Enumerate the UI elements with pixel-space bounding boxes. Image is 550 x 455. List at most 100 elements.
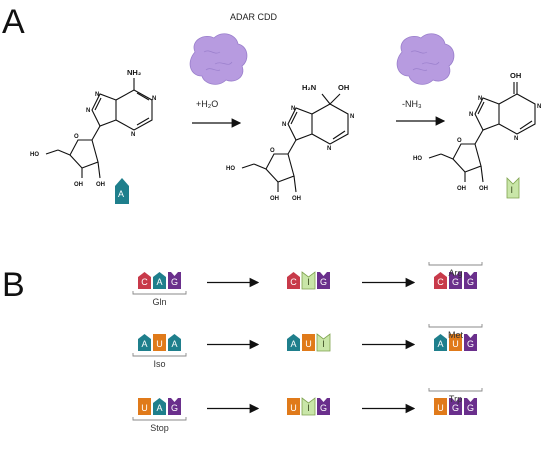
amino-acid-start-row-3-bracket <box>132 417 187 421</box>
nucleotide-tile-A <box>138 334 151 351</box>
ring-oxygen-3: O <box>457 138 462 144</box>
panel-b-letter: B <box>2 266 25 304</box>
nucleotide-letter: G <box>320 277 327 287</box>
nucleotide-letter: G <box>171 403 178 413</box>
atom-n3: N <box>131 132 135 138</box>
nucleotide-letter: G <box>452 403 459 413</box>
nucleotide-letter: G <box>452 277 459 287</box>
amino-acid-start-row-1-label: Gln <box>152 297 166 307</box>
nucleotide-tile-I <box>316 333 331 352</box>
atom-n9-3: N <box>469 112 473 118</box>
nucleotide-tile-C <box>287 272 300 289</box>
atom-n9: N <box>86 108 90 114</box>
amino-acid-end-row-2-label: Met <box>448 330 464 340</box>
inosine-structure <box>428 82 536 183</box>
nucleotide-letter: A <box>171 339 177 349</box>
hydroxyl-2prime: OH <box>96 182 105 188</box>
nucleotide-letter: U <box>305 339 312 349</box>
nucleotide-tile-A <box>434 334 447 351</box>
nucleotide-letter: U <box>290 403 297 413</box>
nucleotide-letter: A <box>156 403 162 413</box>
reagent-ammonia: -NH₃ <box>402 99 422 109</box>
nucleotide-letter: C <box>290 277 297 287</box>
reagent-water: +H₂O <box>196 99 218 109</box>
amino-acid-end-row-3-label: Trp <box>449 394 462 404</box>
nucleotide-letter: U <box>437 403 444 413</box>
nucleotide-tile-U <box>434 398 447 415</box>
svg-text:I: I <box>511 185 514 195</box>
adenosine-structure <box>45 78 153 179</box>
atom-n7-2: N <box>291 106 295 112</box>
nucleotide-tile-A <box>287 334 300 351</box>
nucleotide-letter: G <box>171 277 178 287</box>
nucleotide-letter: I <box>322 339 325 349</box>
enzyme-blob-2 <box>396 33 455 85</box>
nucleotide-tile-C <box>138 272 151 289</box>
enzyme-label: ADAR CDD <box>230 12 278 22</box>
amino-acid-start-row-2-bracket <box>132 353 187 357</box>
hydroxyl-2prime-2: OH <box>292 196 301 202</box>
nucleotide-tile-G <box>317 272 330 289</box>
amino-acid-end-row-1-bracket <box>428 262 483 266</box>
ring-oxygen: O <box>74 134 79 140</box>
atom-n1: N <box>152 96 156 102</box>
hydroxyl-3prime-2: OH <box>270 196 279 202</box>
amino-acid-end-row-2-bracket <box>428 324 483 328</box>
nucleotide-tile-G <box>464 272 477 289</box>
amino-acid-start-row-3-label: Stop <box>150 423 169 433</box>
nucleotide-tile-I <box>301 397 316 416</box>
nucleotide-letter: G <box>320 403 327 413</box>
amino-group-label: NH₂ <box>127 68 141 77</box>
nucleotide-letter: G <box>467 277 474 287</box>
nucleotide-tile-G <box>168 272 181 289</box>
nucleotide-letter: A <box>156 277 162 287</box>
nucleotide-tile-G <box>464 334 477 351</box>
atom-n7-3: N <box>478 96 482 102</box>
intermediate-hydroxyl-label: OH <box>338 83 349 92</box>
hydroxyl-5prime-2: HO <box>226 166 235 172</box>
intermediate-structure <box>241 93 349 193</box>
atom-n7: N <box>95 92 99 98</box>
nucleotide-tile-I <box>301 271 316 290</box>
hydroxyl-5prime-3: HO <box>413 156 422 162</box>
nucleotide-tile-C <box>434 272 447 289</box>
panel-a-letter: A <box>2 3 25 41</box>
nucleotide-letter: A <box>437 339 443 349</box>
nucleotide-tile-G <box>317 398 330 415</box>
nucleotide-letter: G <box>467 339 474 349</box>
nucleotide-tile-G <box>449 272 462 289</box>
nucleotide-letter: A <box>141 339 147 349</box>
hydroxyl-3prime: OH <box>74 182 83 188</box>
nucleotide-letter: I <box>307 403 310 413</box>
atom-n3-3: N <box>514 136 518 142</box>
inosine-carbonyl-label: OH <box>510 71 521 80</box>
inosine-nh-label: N <box>537 104 541 110</box>
nucleotide-tile-A <box>153 398 166 415</box>
amino-acid-start-row-2-label: Iso <box>153 359 165 369</box>
enzyme-blob-1 <box>189 33 248 85</box>
svg-text:A: A <box>118 189 124 199</box>
nucleotide-tile-G <box>464 398 477 415</box>
nucleotide-letter: C <box>141 277 148 287</box>
nucleotide-letter: I <box>307 277 310 287</box>
atom-n9-2: N <box>282 122 286 128</box>
intermediate-nh-label: N <box>350 114 354 120</box>
inosine-base-tile: I <box>506 177 520 199</box>
nucleotide-tile-U <box>449 334 462 351</box>
intermediate-amine-label: H₂N <box>302 83 316 92</box>
amino-acid-end-row-3-bracket <box>428 388 483 392</box>
nucleotide-tile-U <box>302 334 315 351</box>
nucleotide-tile-U <box>287 398 300 415</box>
nucleotide-letter: U <box>141 403 148 413</box>
hydroxyl-2prime-3: OH <box>479 186 488 192</box>
nucleotide-tile-G <box>449 398 462 415</box>
